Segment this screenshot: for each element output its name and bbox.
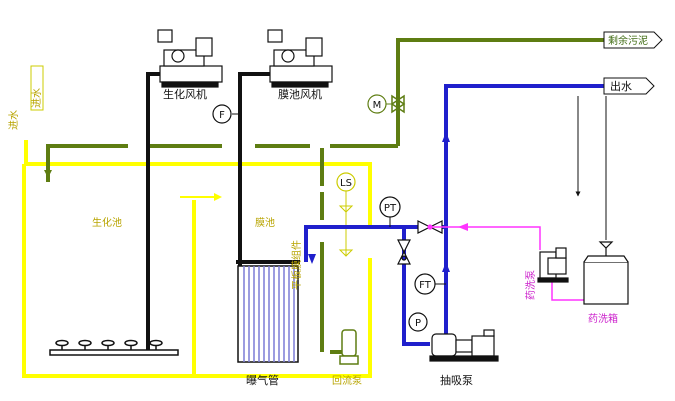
aeration-pipe-label: 曝气管 xyxy=(246,373,279,387)
suction-pump xyxy=(429,329,499,362)
flow-transmitter: FT xyxy=(414,273,446,295)
permeate-flow-arrows xyxy=(308,132,450,272)
permeate-pipe xyxy=(304,84,604,346)
svg-text:P: P xyxy=(415,318,421,329)
chem-flow-arrow xyxy=(458,223,468,231)
membrane-blower xyxy=(267,29,333,88)
tank-divider-arrow xyxy=(180,193,222,201)
membrane-tank-label: 膜池 xyxy=(255,216,275,229)
motor-valve: M xyxy=(367,94,406,114)
suction-pump-label: 抽吸泵 xyxy=(440,373,473,387)
svg-text:PT: PT xyxy=(384,203,397,214)
membrane-module-label: 平板膜组件 xyxy=(290,240,303,290)
svg-text:FT: FT xyxy=(419,280,432,291)
chem-tank xyxy=(583,241,629,305)
chem-pump xyxy=(537,247,569,283)
chem-pump-label: 药洗泵 xyxy=(525,270,537,300)
bio-tank-label: 生化池 xyxy=(92,216,122,229)
svg-text:剩余污泥: 剩余污泥 xyxy=(608,34,648,47)
svg-text:LS: LS xyxy=(340,178,352,189)
aeration-diffuser-header xyxy=(49,339,179,356)
inlet-label: 进水 进水 xyxy=(8,65,44,130)
tank-outline xyxy=(22,140,372,378)
return-pump xyxy=(339,329,359,365)
pressure-transmitter-top: PT xyxy=(379,196,401,227)
blue-pipe-valve xyxy=(397,239,411,265)
bio-blower xyxy=(157,29,223,88)
membrane-module xyxy=(236,260,300,363)
excess-sludge-tag: 剩余污泥 xyxy=(603,31,663,49)
air-flow-indicator: F xyxy=(212,104,240,124)
pressure-gauge-bottom: P xyxy=(408,312,428,332)
svg-text:F: F xyxy=(219,110,225,121)
chem-tank-label: 药洗箱 xyxy=(588,312,618,325)
membrane-air-pipe xyxy=(238,72,276,268)
level-switch: LS xyxy=(336,172,356,257)
sludge-down-arrow xyxy=(44,170,52,178)
outlet-water-tag: 出水 xyxy=(603,77,655,95)
svg-text:出水: 出水 xyxy=(610,79,632,93)
bio-blower-label: 生化风机 xyxy=(163,87,207,101)
membrane-blower-label: 膜池风机 xyxy=(278,87,322,101)
bio-air-pipe xyxy=(146,72,166,352)
tank-fill-line xyxy=(575,96,607,240)
svg-text:进水: 进水 xyxy=(31,88,43,108)
svg-text:M: M xyxy=(373,100,382,111)
svg-text:进水: 进水 xyxy=(8,110,20,130)
return-pump-label: 回流泵 xyxy=(332,374,362,387)
